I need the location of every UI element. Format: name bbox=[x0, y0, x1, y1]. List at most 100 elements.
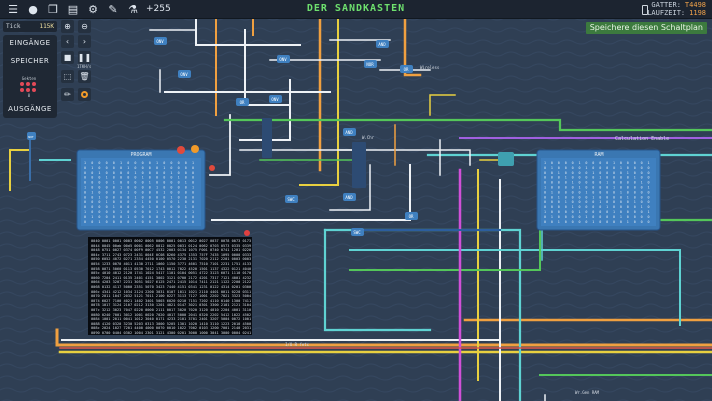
memory-cell: 1 bbox=[592, 171, 594, 175]
memory-cell: 0 bbox=[572, 161, 574, 165]
memory-cell: 0 bbox=[163, 181, 165, 185]
step-forward-icon[interactable]: › bbox=[78, 35, 91, 48]
pencil-icon[interactable]: ✏ bbox=[61, 88, 74, 101]
gate-or-1[interactable] bbox=[400, 65, 413, 73]
memory-cell: 0 bbox=[620, 181, 622, 185]
memory-cell: 0 bbox=[544, 176, 546, 180]
memory-cell: 1 bbox=[120, 161, 122, 165]
chip-pin bbox=[20, 82, 24, 86]
settings-icon[interactable]: ⚙ bbox=[88, 2, 98, 16]
gate-or-2[interactable] bbox=[236, 98, 249, 106]
memory-cell: 0 bbox=[113, 190, 115, 194]
memory-cell: 0 bbox=[544, 190, 546, 194]
zoom-in-icon[interactable]: ⊕ bbox=[61, 20, 74, 33]
gate-or-3[interactable] bbox=[405, 212, 418, 220]
memory-cell: 0 bbox=[84, 205, 86, 209]
memory-cell: 1 bbox=[565, 200, 567, 204]
memory-cell: 0 bbox=[627, 210, 629, 214]
memory-cell: 0 bbox=[106, 220, 108, 224]
memory-category[interactable]: SPEICHER bbox=[10, 57, 50, 65]
hexdump-line: 0080 0240 7001 3012 1001 0020 7020 4017 … bbox=[91, 312, 252, 317]
zoom-out-icon[interactable]: ⊖ bbox=[78, 20, 91, 33]
tick-indicator: Tick 115K bbox=[3, 21, 57, 32]
memory-cell: 0 bbox=[134, 161, 136, 165]
gate-and-2[interactable] bbox=[343, 128, 356, 136]
memory-cell: 0 bbox=[142, 190, 144, 194]
memory-cell: 0 bbox=[551, 195, 553, 199]
memory-cell: 0 bbox=[120, 195, 122, 199]
hexdump-line: 0054 1233 0070 4011 4130 2711 1060 1150 … bbox=[91, 261, 252, 266]
gate-and-1[interactable] bbox=[376, 40, 389, 48]
chip-pin bbox=[32, 82, 36, 86]
memory-cell: 0 bbox=[142, 166, 144, 170]
hexdump-line: 0050 6052 4072 0271 2354 4450 0100 0570 … bbox=[91, 257, 252, 262]
memory-cell: 0 bbox=[149, 195, 151, 199]
memory-cell: 1 bbox=[579, 210, 581, 214]
hexdump-line: 0088 4120 0320 3230 5203 0313 3000 5205 … bbox=[91, 321, 252, 326]
memory-cell: 1 bbox=[98, 195, 100, 199]
memory-cell: 0 bbox=[606, 166, 608, 170]
memory-cell: 0 bbox=[634, 171, 636, 175]
memory-cell: 0 bbox=[565, 205, 567, 209]
delete-node-icon[interactable] bbox=[177, 146, 185, 154]
memory-cell: 0 bbox=[613, 195, 615, 199]
pause-icon[interactable]: ❚❚ bbox=[77, 51, 92, 64]
step-back-icon[interactable]: ‹ bbox=[61, 35, 74, 48]
gate-onv-3[interactable] bbox=[269, 95, 282, 103]
ram-block[interactable] bbox=[536, 149, 661, 231]
memory-cell: 1 bbox=[134, 220, 136, 224]
save-schematic-button[interactable]: Speichere diesen Schaltplan bbox=[585, 22, 707, 34]
memory-cell: 0 bbox=[572, 220, 574, 224]
memory-cell: 0 bbox=[120, 171, 122, 175]
memory-cell: 0 bbox=[178, 220, 180, 224]
gate-swc-2[interactable] bbox=[285, 195, 298, 203]
hexdump-line: 008c 2024 1027 7201 4400 4000 0070 0010 … bbox=[91, 326, 252, 331]
copy-icon[interactable]: ❐ bbox=[48, 2, 58, 16]
program-rom[interactable] bbox=[76, 149, 206, 231]
edit-node-icon[interactable] bbox=[191, 145, 199, 153]
gate-onv-4[interactable] bbox=[178, 70, 191, 78]
memory-cell: 0 bbox=[641, 215, 643, 219]
memory-cell: 0 bbox=[592, 215, 594, 219]
chat-icon[interactable]: ● bbox=[28, 2, 38, 16]
memory-cell: 1 bbox=[106, 200, 108, 204]
register-block[interactable] bbox=[262, 118, 514, 188]
gate-onv-1[interactable] bbox=[154, 37, 167, 45]
gate-onv-3-label: ONV bbox=[271, 97, 279, 102]
memory-cell: 0 bbox=[91, 200, 93, 204]
flask-icon[interactable]: ⚗ bbox=[128, 2, 138, 16]
memory-cell: 0 bbox=[572, 190, 574, 194]
memory-cell: 1 bbox=[648, 161, 650, 165]
inputs-category[interactable]: EINGÄNGE bbox=[9, 39, 51, 47]
gate-and-3[interactable] bbox=[343, 193, 356, 201]
wrench-icon[interactable]: ✎ bbox=[108, 2, 118, 16]
outputs-category[interactable]: AUSGÄNGE bbox=[8, 105, 52, 113]
memory-cell: 1 bbox=[620, 215, 622, 219]
memory-cell: 0 bbox=[149, 210, 151, 214]
memory-cell: 0 bbox=[91, 181, 93, 185]
stop-icon[interactable]: ■ bbox=[61, 51, 74, 64]
select-icon[interactable]: ⬚ bbox=[61, 70, 74, 83]
memory-cell: 0 bbox=[142, 205, 144, 209]
memory-cell: 0 bbox=[565, 220, 567, 224]
gate-onv-2[interactable] bbox=[277, 55, 290, 63]
trash-icon[interactable]: 🗑 bbox=[78, 70, 91, 83]
memory-cell: 0 bbox=[120, 215, 122, 219]
color-picker-icon[interactable] bbox=[78, 88, 91, 101]
gate-swc-1[interactable] bbox=[351, 228, 364, 236]
memory-cell: 0 bbox=[613, 176, 615, 180]
gate-not-1[interactable] bbox=[27, 132, 36, 140]
memory-chip-item[interactable]: Gekten 0 bbox=[17, 76, 41, 98]
memory-cell: 0 bbox=[599, 181, 601, 185]
memory-cell: 1 bbox=[551, 190, 553, 194]
memory-cell: 1 bbox=[544, 186, 546, 190]
memory-cell: 0 bbox=[120, 166, 122, 170]
gate-nor-1[interactable] bbox=[364, 60, 377, 68]
memory-cell: 1 bbox=[91, 215, 93, 219]
memory-cell: 0 bbox=[178, 171, 180, 175]
document-icon[interactable]: ▤ bbox=[67, 2, 79, 16]
menu-icon[interactable]: ☰ bbox=[8, 2, 18, 16]
